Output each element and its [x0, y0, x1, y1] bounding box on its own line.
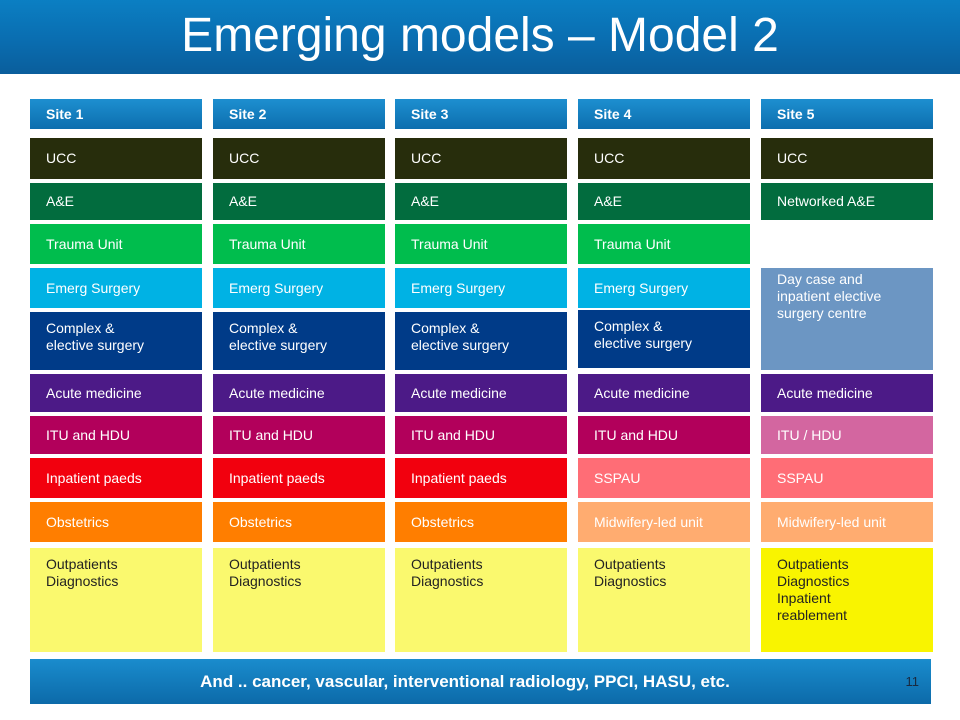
site-3-service-ucc: UCC	[395, 138, 567, 179]
slide-title: Emerging models – Model 2	[181, 9, 779, 62]
site-4-service-acute-medicine: Acute medicine	[578, 374, 750, 412]
site-1-service-ucc: UCC	[30, 138, 202, 179]
site-5-service-acute-medicine: Acute medicine	[761, 374, 933, 412]
site-1-service-obstetrics: Obstetrics	[30, 502, 202, 542]
site-1-service-itu-hdu: ITU and HDU	[30, 416, 202, 454]
site-5-service-ucc: UCC	[761, 138, 933, 179]
site-5-service-midwifery: Midwifery-led unit	[761, 502, 933, 542]
site-header-1: Site 1	[30, 99, 202, 129]
site-1-service-emerg-surgery: Emerg Surgery	[30, 268, 202, 308]
site-5-service-sspau: SSPAU	[761, 458, 933, 498]
site-3-service-acute-medicine: Acute medicine	[395, 374, 567, 412]
site-3-service-trauma: Trauma Unit	[395, 224, 567, 264]
site-3-service-ae: A&E	[395, 183, 567, 220]
site-4-service-trauma: Trauma Unit	[578, 224, 750, 264]
site-2-service-ucc: UCC	[213, 138, 385, 179]
site-2-service-inpatient-paeds: Inpatient paeds	[213, 458, 385, 498]
site-4-service-itu-hdu: ITU and HDU	[578, 416, 750, 454]
site-1-service-complex-surgery: Complex &elective surgery	[30, 312, 202, 370]
site-5-service-ae: Networked A&E	[761, 183, 933, 220]
site-header-2: Site 2	[213, 99, 385, 129]
site-2-service-itu-hdu: ITU and HDU	[213, 416, 385, 454]
site-header-5: Site 5	[761, 99, 933, 129]
site-2-service-trauma: Trauma Unit	[213, 224, 385, 264]
site-1-service-acute-medicine: Acute medicine	[30, 374, 202, 412]
site-1-service-inpatient-paeds: Inpatient paeds	[30, 458, 202, 498]
site-2-service-obstetrics: Obstetrics	[213, 502, 385, 542]
footer-text: And .. cancer, vascular, interventional …	[200, 672, 730, 691]
footer-bar: And .. cancer, vascular, interventional …	[30, 659, 931, 704]
site-1-service-ae: A&E	[30, 183, 202, 220]
page-number: 11	[905, 674, 920, 689]
site-3-service-emerg-surgery: Emerg Surgery	[395, 268, 567, 308]
site-1-service-trauma: Trauma Unit	[30, 224, 202, 264]
site-4-service-complex-surgery: Complex &elective surgery	[578, 310, 750, 368]
site-5-service-itu-hdu-light: ITU / HDU	[761, 416, 933, 454]
site-3-service-complex-surgery: Complex &elective surgery	[395, 312, 567, 370]
site-4-service-emerg-surgery: Emerg Surgery	[578, 268, 750, 308]
site-4-service-ucc: UCC	[578, 138, 750, 179]
site-2-service-complex-surgery: Complex &elective surgery	[213, 312, 385, 370]
site-3-service-itu-hdu: ITU and HDU	[395, 416, 567, 454]
site-header-3: Site 3	[395, 99, 567, 129]
site-header-4: Site 4	[578, 99, 750, 129]
site-2-service-emerg-surgery: Emerg Surgery	[213, 268, 385, 308]
site-3-service-inpatient-paeds: Inpatient paeds	[395, 458, 567, 498]
site-2-service-acute-medicine: Acute medicine	[213, 374, 385, 412]
site-4-service-midwifery: Midwifery-led unit	[578, 502, 750, 542]
title-bar: Emerging models – Model 2	[0, 0, 960, 74]
site-2-service-ae: A&E	[213, 183, 385, 220]
site-3-service-obstetrics: Obstetrics	[395, 502, 567, 542]
site-4-service-ae: A&E	[578, 183, 750, 220]
site-4-service-sspau: SSPAU	[578, 458, 750, 498]
